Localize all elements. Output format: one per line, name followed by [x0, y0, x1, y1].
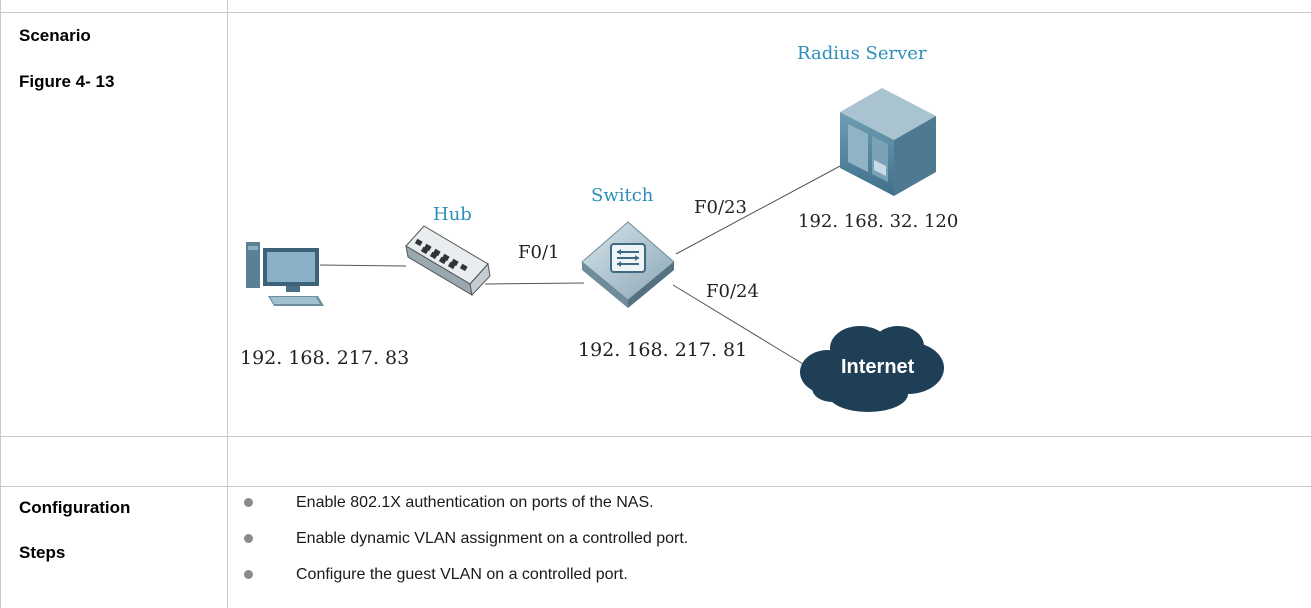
switch-label: Switch [591, 185, 654, 206]
figure-label: Figure 4- 13 [19, 72, 115, 91]
hub-label: Hub [433, 204, 472, 225]
network-diagram: Radius Server Hub Switch F0/23 F0/1 F0/2… [228, 0, 1311, 436]
table-divider [0, 436, 1311, 437]
link-switch-internet [672, 284, 814, 371]
port-f0-1-label: F0/1 [518, 242, 560, 263]
table-border-left [0, 0, 1, 608]
step-text: Configure the guest VLAN on a controlled… [296, 566, 628, 583]
switch-icon [581, 221, 675, 308]
switch-ip: 192. 168. 217. 81 [578, 339, 748, 361]
radius-server-label: Radius Server [797, 43, 927, 64]
step-text: Enable 802.1X authentication on ports of… [296, 494, 654, 511]
link-hub-switch [484, 282, 585, 285]
configuration-label: Configuration [19, 498, 131, 517]
link-switch-radius [675, 164, 843, 255]
bullet-icon [244, 570, 253, 579]
list-item: Enable dynamic VLAN assignment on a cont… [228, 522, 1308, 556]
internet-label: Internet [841, 356, 915, 378]
step-text: Enable dynamic VLAN assignment on a cont… [296, 530, 689, 547]
pc-ip: 192. 168. 217. 83 [240, 347, 410, 369]
radius-server-icon [840, 88, 936, 196]
bullet-icon [244, 534, 253, 543]
table-divider [0, 486, 1311, 487]
link-pc-hub [319, 264, 407, 267]
radius-server-ip: 192. 168. 32. 120 [798, 211, 959, 232]
list-item: Configure the guest VLAN on a controlled… [228, 558, 1308, 592]
list-item: Enable 802.1X authentication on ports of… [228, 486, 1308, 520]
steps-label: Steps [19, 543, 66, 562]
hub-icon [405, 225, 491, 297]
internet-cloud-icon [800, 326, 944, 412]
network-diagram-svg [246, 88, 944, 412]
scenario-label: Scenario [19, 26, 91, 45]
pc-icon [246, 242, 324, 306]
table-border-top [0, 12, 1311, 13]
bullet-icon [244, 498, 253, 507]
port-f0-24-label: F0/24 [706, 281, 759, 302]
table-column-divider [227, 0, 228, 608]
port-f0-23-label: F0/23 [694, 197, 747, 218]
